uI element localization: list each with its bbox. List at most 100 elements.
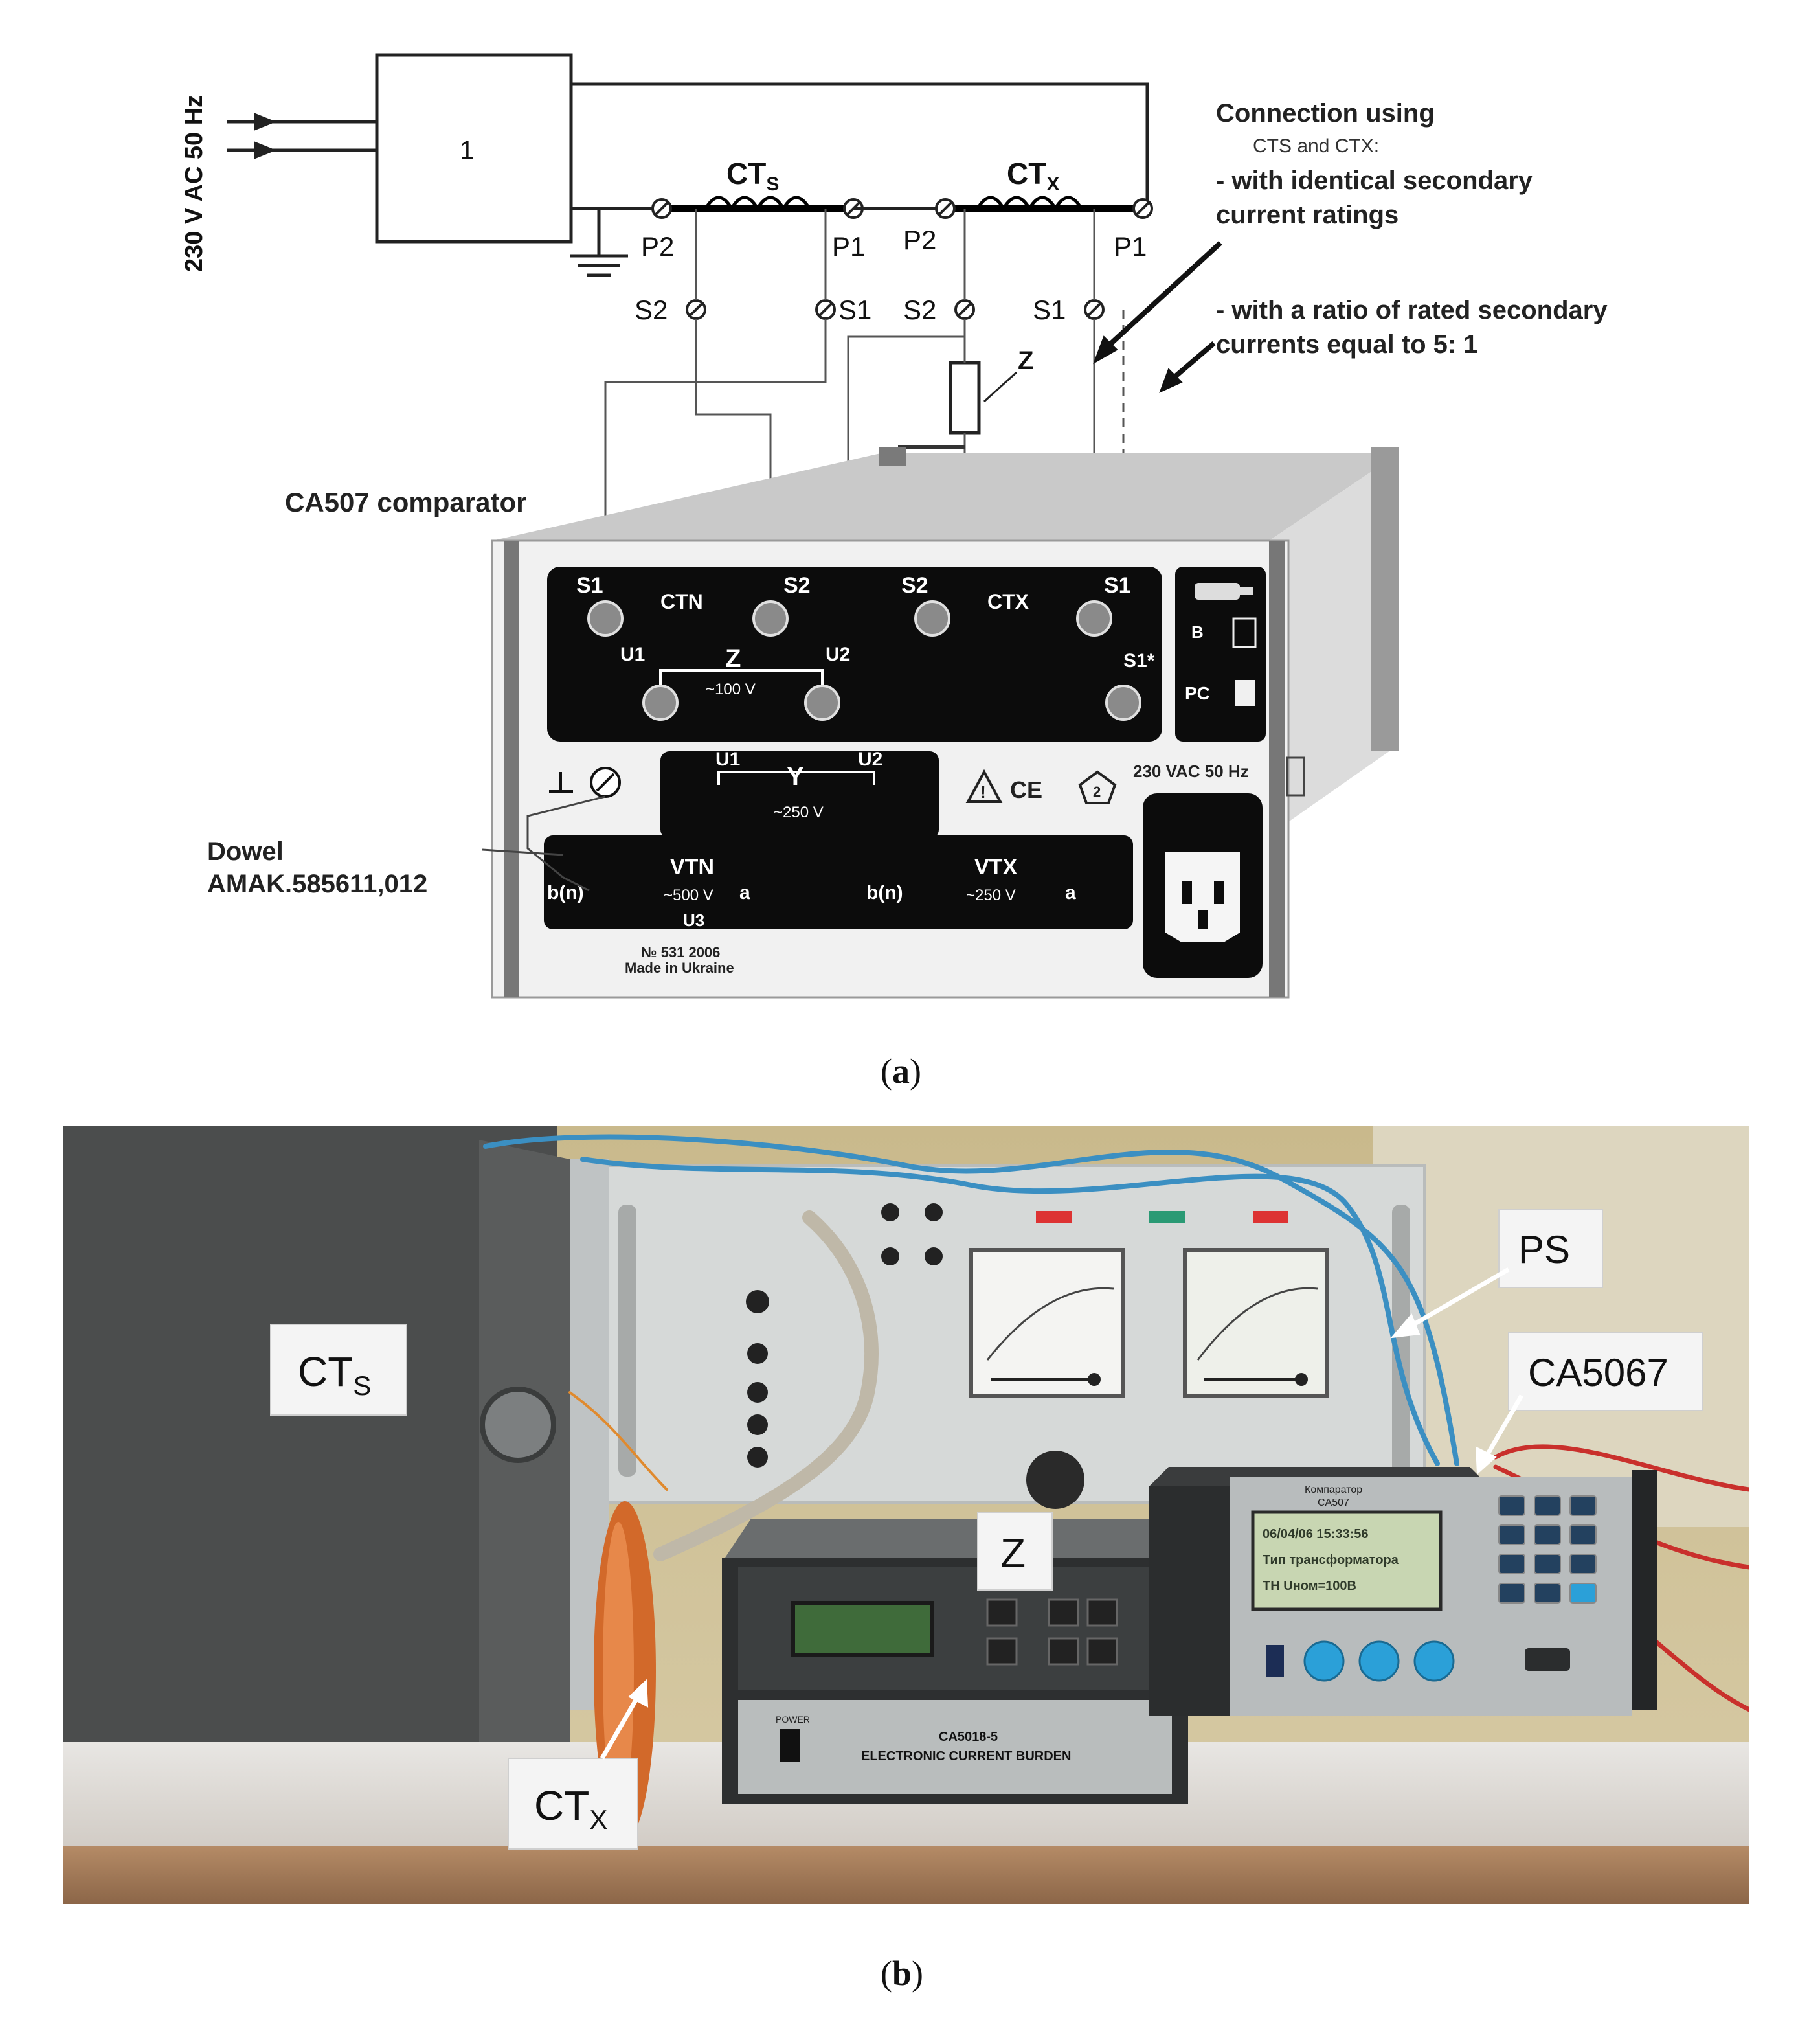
ct-x-label: CTX (1007, 157, 1059, 195)
panel-b-photo: POWER CA5018-5 ELECTRONIC CURRENT BURDEN… (63, 1126, 1749, 1993)
panel-u2-top: U2 (826, 644, 850, 665)
terminal-s1-left: S1 (838, 295, 871, 325)
burden-device-power-label: POWER (776, 1714, 810, 1725)
comparator-bottom-panel (544, 835, 1133, 929)
comparator-side-face (1269, 453, 1399, 835)
callout-cts-box (270, 1324, 407, 1416)
pc-port-icon (1235, 680, 1255, 706)
panel-vtx: VTX (974, 855, 1017, 879)
panel-s2-right: S2 (901, 573, 928, 598)
power-supply-handle-right (1392, 1205, 1410, 1477)
power-supply-indicators (1036, 1211, 1288, 1223)
burden-device-display (791, 1601, 934, 1657)
callout-ps-box (1498, 1209, 1603, 1288)
callout-ctx: CTX (534, 1782, 607, 1835)
class-pentagon-icon: 2 (1078, 770, 1117, 804)
panel-y-range: ~250 V (774, 804, 824, 821)
comparator-photo-serial-port (1525, 1648, 1570, 1671)
ct-s-label: CTS (726, 157, 779, 195)
panel-s1-left: S1 (576, 573, 603, 598)
burden-z-pointer (983, 371, 1018, 403)
terminal-p1-right: P1 (1114, 231, 1147, 262)
comparator-screen-line3: ТН Uном=100В (1263, 1579, 1356, 1593)
secondary-taps (695, 209, 1095, 300)
callout-ca5067: CA5067 (1528, 1351, 1668, 1394)
comparator-bracket-right (1269, 541, 1285, 997)
fuse-holder (1286, 756, 1305, 797)
comparator-handle-top (879, 447, 906, 466)
warning-icon: ! (965, 769, 1003, 803)
comparator-photo-model: CA507 (1318, 1497, 1349, 1508)
dowel-label: Dowel (207, 837, 284, 866)
comparator-handle-right (1371, 447, 1399, 751)
comparator-bracket-left (504, 541, 519, 997)
panel-a-right: a (1065, 882, 1076, 903)
connection-note-line2: current ratings (1216, 201, 1399, 229)
burden-z-label: Z (1018, 346, 1033, 375)
return-wire (571, 82, 1149, 209)
y-bracket (717, 771, 875, 785)
svg-text:!: ! (980, 782, 986, 802)
note-arrows (1093, 241, 1222, 393)
ammeter-icon (1183, 1248, 1329, 1398)
panel-s1-right: S1 (1104, 573, 1131, 598)
panel-b-n-right: b(n) (866, 882, 903, 903)
burden-device-model: CA5018-5 (939, 1730, 998, 1744)
panel-u2-mid: U2 (858, 749, 882, 770)
svg-text:2: 2 (1093, 784, 1101, 800)
burden-device-lower-panel (738, 1700, 1172, 1794)
mains-socket-opening (1165, 852, 1240, 942)
callout-cts: CTS (298, 1348, 371, 1401)
callout-arrows (600, 1267, 1524, 1760)
ct-s-winding (651, 196, 864, 219)
ground-icon (570, 207, 628, 277)
panel-vtn-range: ~500 V (664, 887, 713, 904)
comparator-photo-handle (1632, 1470, 1657, 1710)
comparator-photo-keypad (1498, 1495, 1597, 1604)
comparator-top-face (492, 453, 1399, 541)
panel-indicator: B (1191, 622, 1204, 642)
burden-device-power-switch (780, 1729, 800, 1762)
terminal-s1-right: S1 (1033, 295, 1066, 325)
terminal-p2-left: P2 (641, 231, 674, 262)
panel-s1-star: S1* (1123, 650, 1155, 672)
panel-ctx: CTX (987, 590, 1029, 613)
callout-ctx-box (508, 1758, 638, 1850)
terminal-s2-right: S2 (903, 295, 936, 325)
callout-z: Z (1000, 1530, 1026, 1576)
terminal-s2-left: S2 (635, 295, 668, 325)
panel-indicator-window (1232, 617, 1257, 648)
burden-device-top (725, 1519, 1185, 1558)
callout-ps: PS (1518, 1228, 1570, 1271)
panel-b-caption: (b) (881, 1954, 923, 1993)
comparator-photo-screen (1251, 1510, 1443, 1611)
ct-x-winding (935, 196, 1153, 219)
panel-z-range: ~100 V (706, 681, 756, 698)
voltmeter-icon (969, 1248, 1125, 1398)
panel-z: Z (725, 644, 741, 673)
mains-rating: 230 VAC 50 Hz (1133, 762, 1249, 781)
ct-s-housing-side (479, 1140, 570, 1852)
burden-z-resistor (949, 361, 981, 435)
callout-z-box (977, 1512, 1053, 1591)
burden-device-buttons (986, 1598, 1118, 1666)
supply-input-arrows (227, 113, 377, 159)
ct-s-bushing (480, 1387, 556, 1463)
panel-u3: U3 (683, 911, 704, 930)
comparator-photo-title: Компаратор (1305, 1484, 1362, 1495)
terminal-p2-right: P2 (903, 225, 936, 255)
power-supply-handle-left (618, 1205, 636, 1477)
panel-vtn: VTN (670, 855, 714, 879)
power-source-label: 1 (460, 136, 474, 164)
terminal-p1-left: P1 (832, 231, 865, 262)
ct-s-housing (63, 1126, 557, 1852)
made-in-label: Made in Ukraine (625, 960, 734, 976)
connection-note-line1: - with identical secondary (1216, 166, 1533, 195)
power-supply-knob (1026, 1451, 1084, 1509)
mains-socket-pins (1182, 881, 1224, 929)
panel-u1-top: U1 (620, 644, 645, 665)
plug-icon (1195, 583, 1253, 600)
panel-u1-mid: U1 (715, 749, 740, 770)
